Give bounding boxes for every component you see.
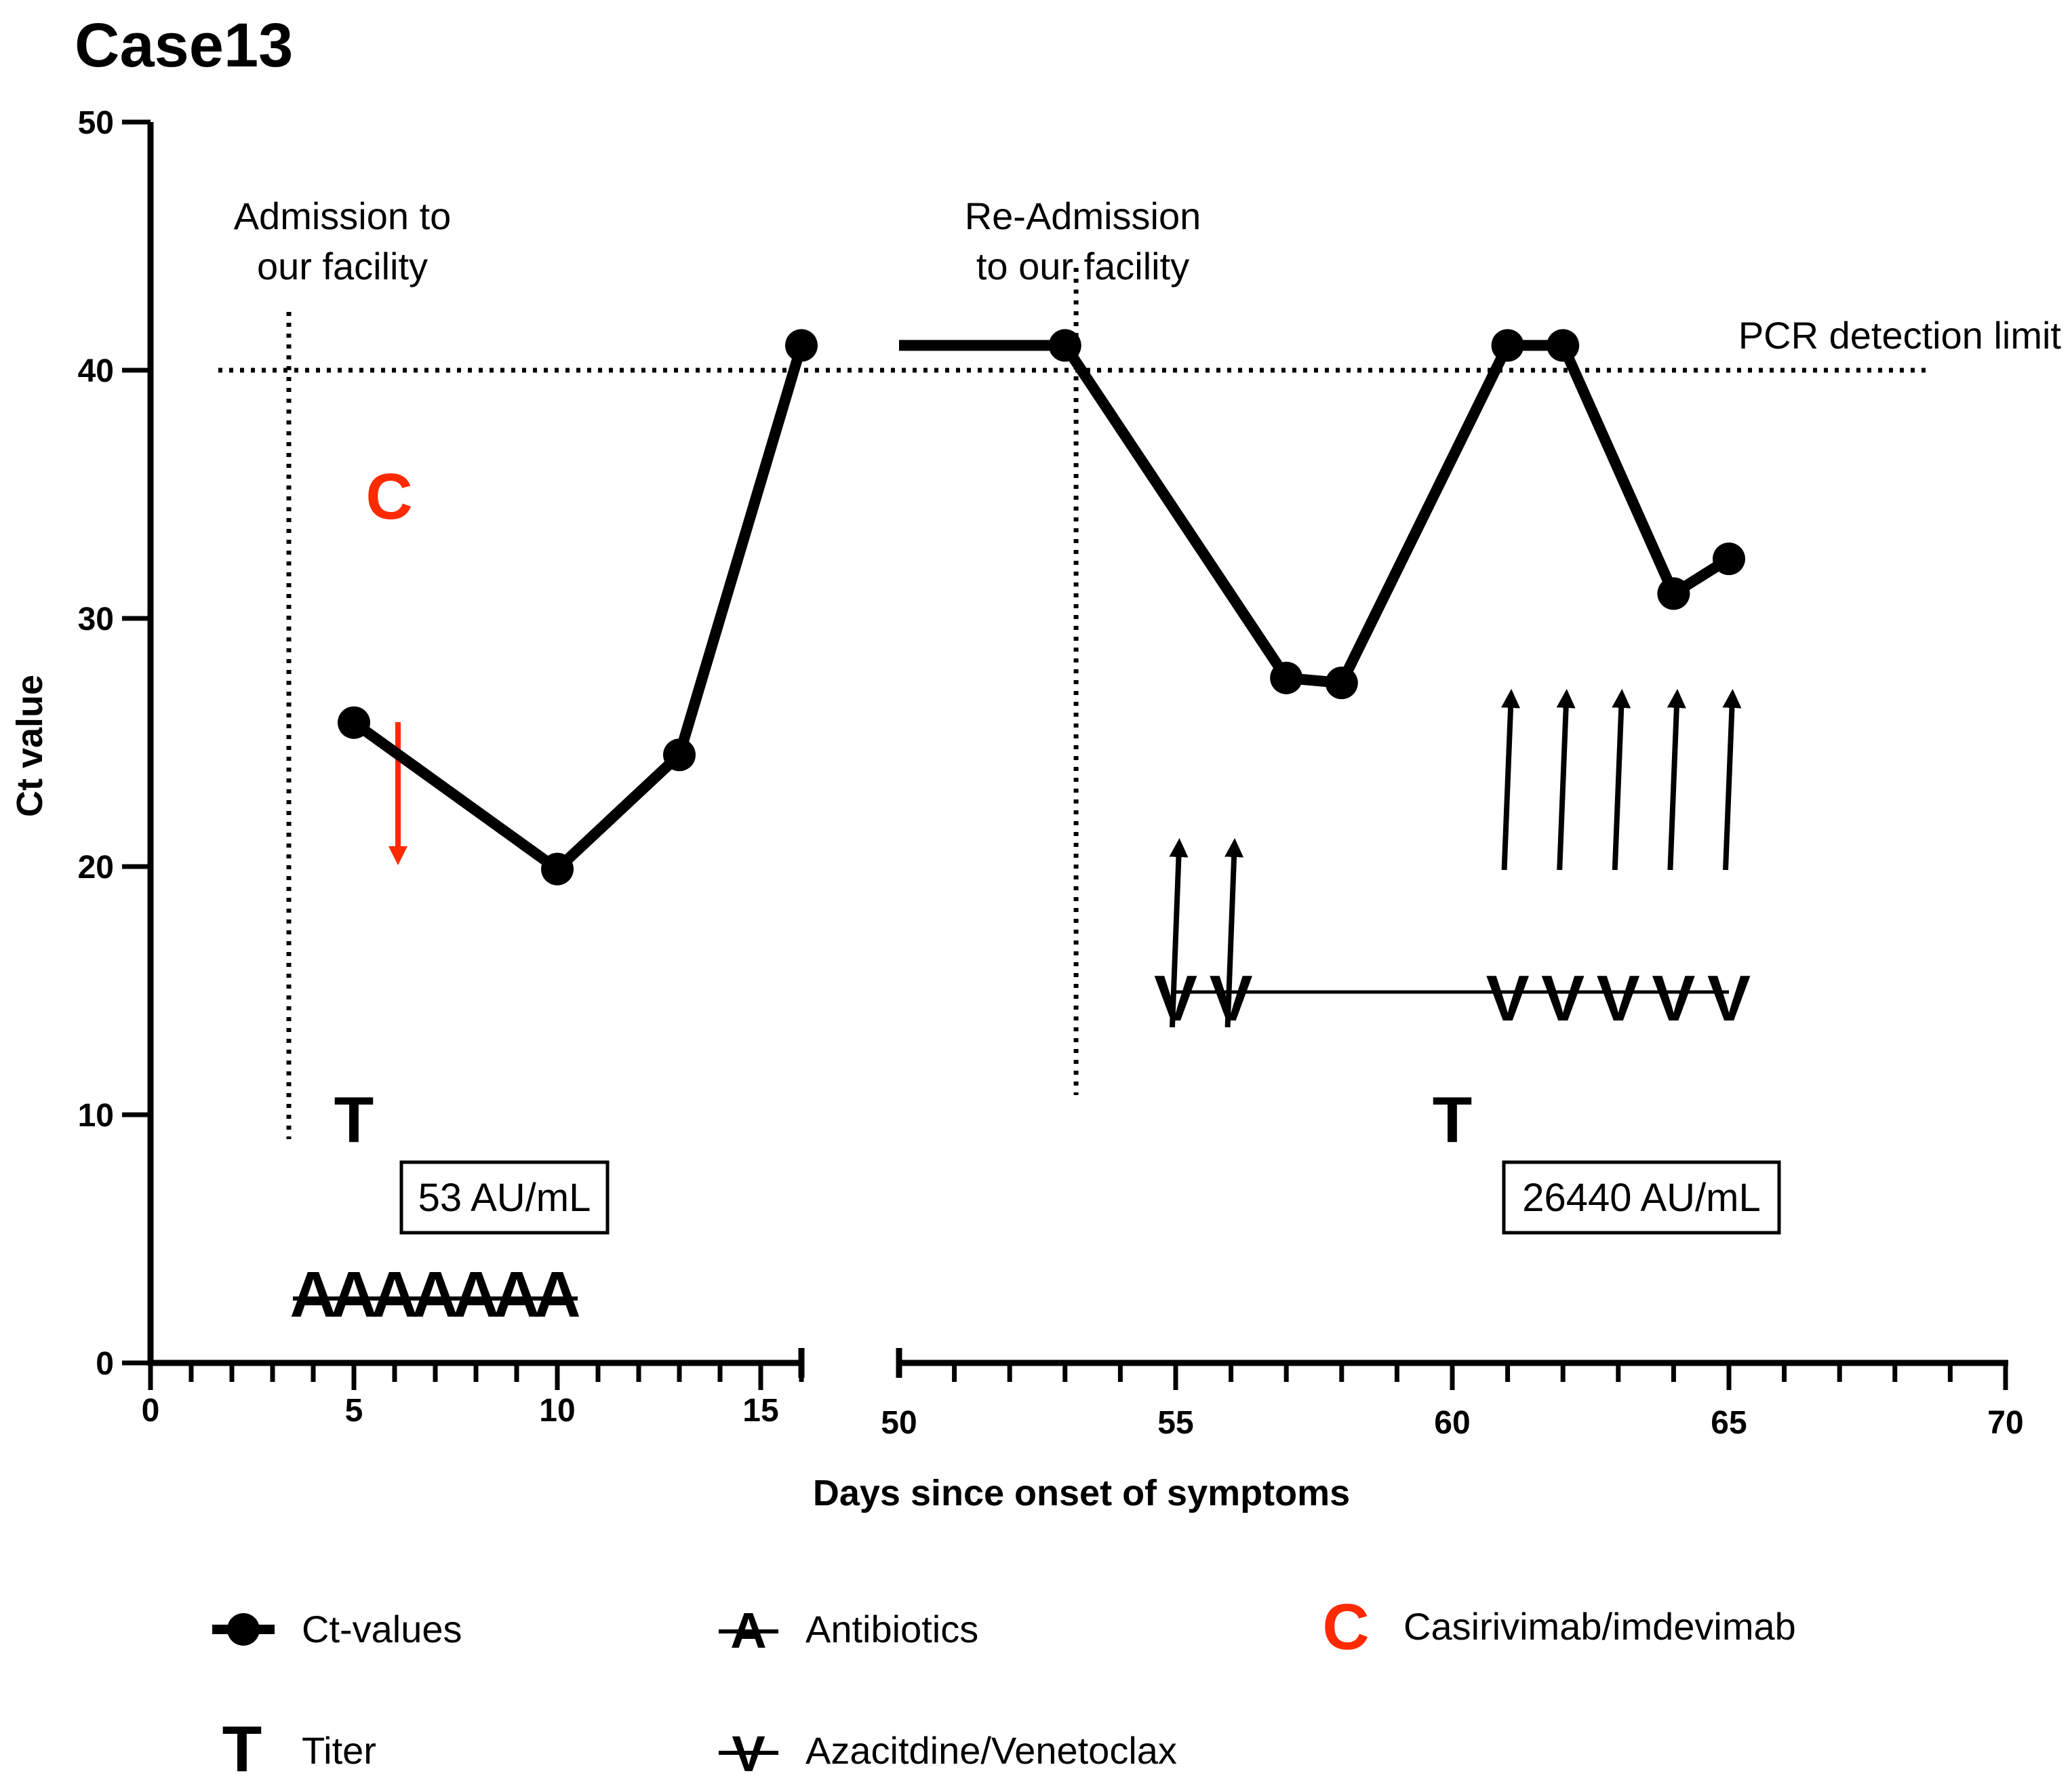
legend-ct-values-icon: [212, 1613, 275, 1646]
x-tick-label: 5: [345, 1393, 363, 1429]
ct-point: [1048, 329, 1081, 362]
y-tick-label: 0: [96, 1346, 114, 1382]
readmission-label-line1: Re-Admission: [965, 195, 1201, 237]
x-tick-label: 50: [881, 1405, 917, 1441]
readmission-label-line2: to our facility: [976, 245, 1189, 288]
x-tick-label: 65: [1711, 1405, 1747, 1441]
y-tick-label: 20: [78, 850, 114, 886]
ct-point: [1713, 542, 1745, 576]
admission-label-line2: our facility: [257, 245, 428, 288]
azacitidine-marker: V: [1597, 962, 1640, 1035]
titer-value-box: [399, 1160, 610, 1235]
titer-value: 26440 AU/mL: [1522, 1176, 1760, 1220]
legend-titer: Titer: [302, 1729, 376, 1772]
chart-title: Case13: [75, 11, 293, 80]
antibiotic-marker: A: [290, 1258, 336, 1331]
x-axis-label: Days since onset of symptoms: [813, 1473, 1350, 1513]
titer-marker: T: [1433, 1084, 1473, 1156]
ct-point: [663, 738, 696, 772]
x-tick-label: 15: [742, 1393, 778, 1429]
antibiotic-marker: A: [330, 1258, 377, 1331]
azacitidine-response-arrow: [1612, 689, 1631, 871]
legend-titer-icon: T: [222, 1713, 262, 1784]
azacitidine-response-arrow: [1722, 689, 1742, 871]
legend-ct-values: Ct-values: [302, 1608, 462, 1650]
titer-marker: T: [334, 1084, 374, 1156]
x-tick-label: 60: [1434, 1405, 1470, 1441]
antibiotic-marker: A: [412, 1258, 458, 1331]
ct-point: [1491, 329, 1524, 362]
azacitidine-response-arrow: [1224, 838, 1244, 1028]
y-axis-label: Ct value: [9, 675, 50, 817]
x-tick-label: 70: [1987, 1405, 2023, 1441]
x-tick-label: 0: [142, 1393, 160, 1429]
y-tick-label: 10: [78, 1098, 114, 1134]
detection-limit-label: PCR detection limit: [1738, 314, 2062, 357]
ct-point: [1657, 577, 1690, 610]
x-tick-label: 10: [539, 1393, 575, 1429]
azacitidine-marker: V: [1707, 962, 1751, 1035]
y-tick-label: 40: [78, 353, 114, 389]
y-tick-label: 30: [78, 601, 114, 637]
x-tick-label: 55: [1157, 1405, 1193, 1441]
ct-point: [541, 852, 574, 886]
ct-point: [785, 329, 818, 362]
ct-point: [338, 706, 370, 739]
azacitidine-response-arrow: [1556, 689, 1576, 871]
azacitidine-response-arrow: [1501, 689, 1521, 871]
antibiotic-marker: A: [371, 1258, 418, 1331]
ct-point: [1270, 661, 1303, 694]
antibiotic-marker: A: [493, 1258, 540, 1331]
titer-value: 53 AU/mL: [418, 1176, 591, 1220]
y-tick-label: 50: [78, 105, 114, 141]
legend-casirivimab-icon: C: [1322, 1591, 1369, 1663]
legend-antibiotics: Antibiotics: [805, 1608, 978, 1650]
legend-antibiotics-icon: A: [719, 1602, 778, 1659]
ct-series-line: [1060, 340, 1732, 689]
legend-casirivimab: Casirivimab/imdevimab: [1403, 1605, 1796, 1648]
ct-series-line: [351, 344, 807, 875]
ct-point: [1547, 329, 1580, 362]
ct-point: [1325, 667, 1358, 700]
ct-series: [338, 329, 1745, 886]
legend: Ct-values A Antibiotics C Casirivimab/im…: [212, 1591, 1796, 1784]
azacitidine-marker: V: [1652, 962, 1695, 1035]
antibiotic-marker: A: [452, 1258, 499, 1331]
legend-azacitidine-icon: V: [719, 1726, 778, 1782]
azacitidine-marker: V: [1541, 962, 1585, 1035]
titer-value-box: [1502, 1160, 1781, 1235]
azacitidine-marker: V: [1486, 962, 1530, 1035]
admission-label-line1: Admission to: [234, 195, 452, 237]
azacitidine-response-arrow: [1667, 689, 1686, 871]
casirivimab-marker: C: [365, 460, 412, 533]
legend-azacitidine: Azacitdine/Venetoclax: [805, 1729, 1177, 1772]
azacitidine-response-arrow: [1169, 838, 1189, 1028]
axes: 0 10 20 30 40 50 0 5 10 15 50 55 60 65 70: [78, 105, 2024, 1441]
antibiotic-marker: A: [534, 1258, 580, 1331]
